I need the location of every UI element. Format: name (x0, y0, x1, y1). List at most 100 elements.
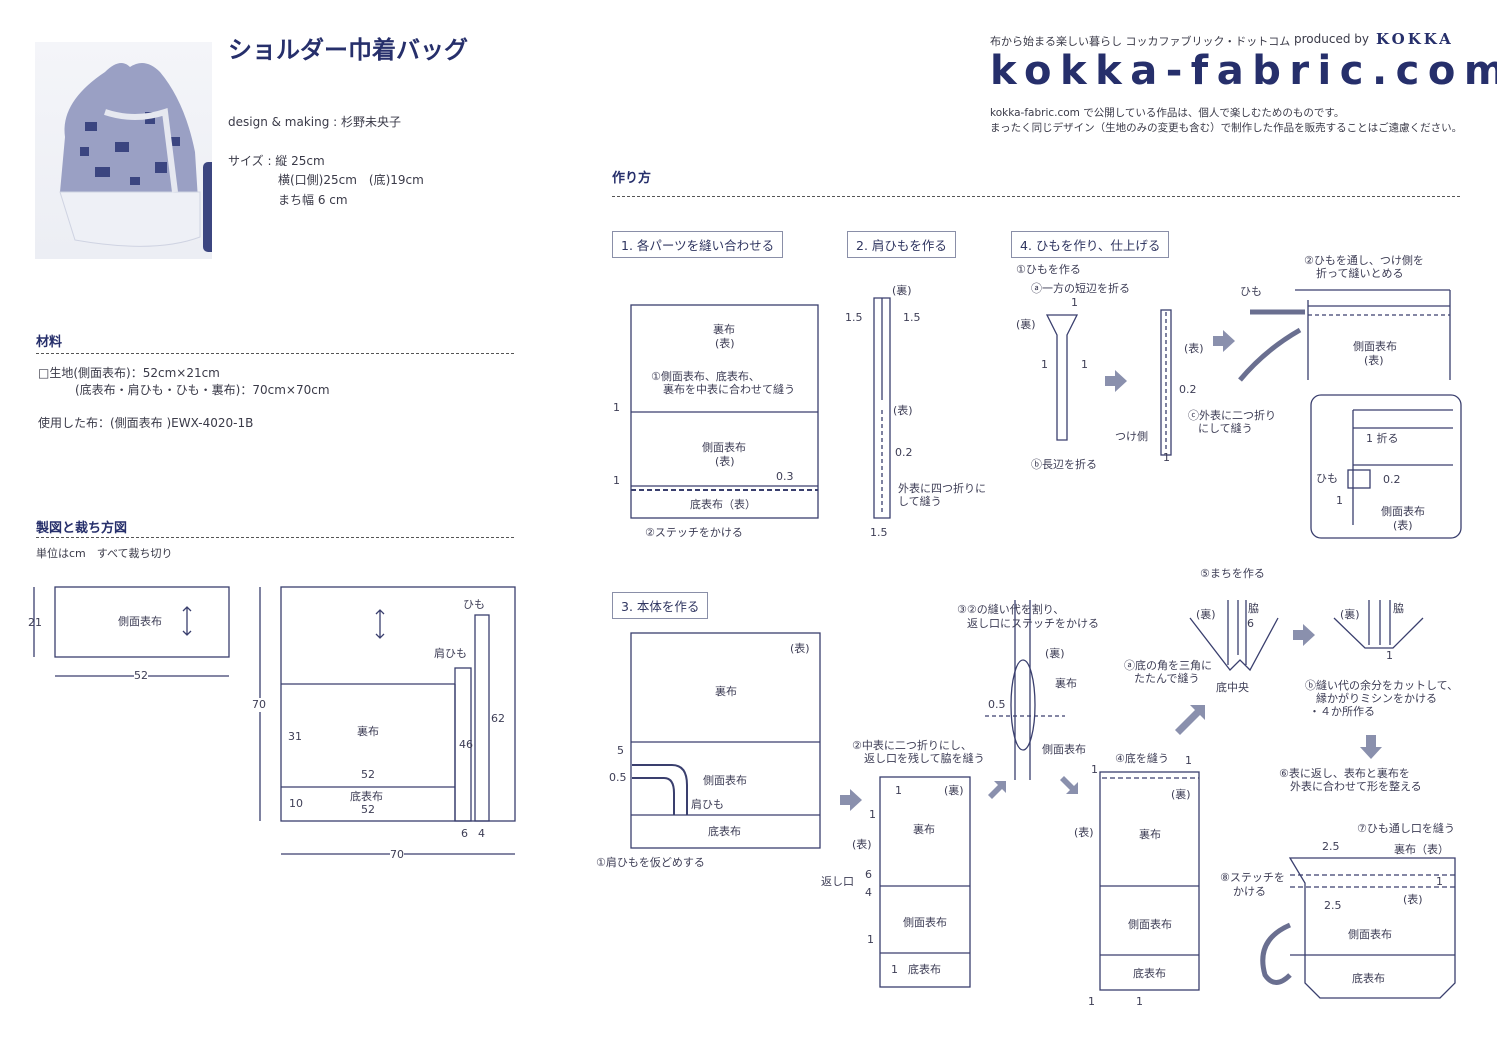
instruction: ⓒ外表に二つ折り (1188, 409, 1276, 422)
dim: 1 (1041, 358, 1048, 371)
label: 底表布 (908, 963, 941, 976)
label: (表) (1074, 826, 1094, 839)
label: 底表布 (350, 790, 383, 803)
label: (表) (715, 455, 735, 468)
instruction: 返し口を残して脇を縫う (864, 752, 985, 765)
materials-heading: 材料 (36, 335, 63, 350)
step-4-title: 4. ひもを作り、仕上げる (1011, 231, 1170, 258)
size-gusset: まち幅 6 cm (278, 193, 348, 207)
dim: 6 (1247, 617, 1254, 630)
instruction: 外表に四つ折りに (898, 482, 986, 495)
dim: 0.5 (609, 771, 627, 784)
dim: 4 (478, 827, 485, 840)
label: ひも (1240, 285, 1262, 298)
dim: 1 (1088, 995, 1095, 1008)
kokka-wordmark: KOKKA (1376, 30, 1454, 48)
label: 底表布 (1352, 972, 1385, 985)
label: 側面表布 (703, 774, 747, 787)
dim: 31 (288, 730, 302, 743)
dim: 1 (869, 808, 876, 821)
label: つけ側 (1115, 430, 1148, 443)
dim: 52 (361, 803, 375, 816)
label: (裏) (1196, 608, 1216, 621)
label: 脇 (1248, 602, 1259, 615)
label: 裏布 (713, 323, 735, 336)
dim: 2.5 (1324, 899, 1342, 912)
dim: 0.2 (895, 446, 913, 459)
instruction: ⓑ長辺を折る (1031, 458, 1097, 471)
dim: 52 (361, 768, 375, 781)
label: 裏布 (913, 823, 935, 836)
dim: 10 (289, 797, 303, 810)
instruction: ⓑ縫い代の余分をカットして、 (1305, 679, 1459, 692)
size-label: サイズ : 縦 25cm (228, 154, 325, 168)
instruction: たたんで縫う (1134, 672, 1200, 685)
label: (表) (1184, 342, 1204, 355)
label: 肩ひも (434, 647, 467, 660)
dim: 1.5 (845, 311, 863, 324)
step-2-title: 2. 肩ひもを作る (847, 231, 956, 258)
dim: 1 (613, 401, 620, 414)
label: (裏) (1340, 608, 1360, 621)
dim: 1 (1386, 649, 1393, 662)
dim: 1 (1081, 358, 1088, 371)
dim: 0.2 (1383, 473, 1401, 486)
label: ひも (463, 598, 485, 611)
instruction: ②ステッチをかける (645, 526, 743, 539)
divider (612, 196, 1460, 197)
dim: 62 (491, 712, 505, 725)
label: (表) (1403, 893, 1423, 906)
instruction: 縁かがりミシンをかける (1316, 692, 1437, 705)
instruction: 裏布を中表に合わせて縫う (663, 383, 795, 396)
instruction: ①肩ひもを仮どめする (596, 856, 705, 869)
instruction: ⑥表に返し、表布と裏布を (1279, 767, 1410, 780)
material-line-2: (底表布・肩ひも・ひも・裏布)：70cm×70cm (75, 383, 330, 397)
page-title: ショルダー巾着バッグ (228, 36, 468, 64)
notice-line-2: まったく同じデザイン（生地のみの変更も含む）で制作した作品を販売することはご遠慮… (990, 122, 1463, 134)
dim: 70 (390, 848, 404, 862)
unit-note: 単位はcm すべて裁ち切り (36, 547, 173, 560)
credit: design & making : 杉野未央子 (228, 115, 402, 129)
divider (36, 353, 514, 354)
dim: 1 (891, 963, 898, 976)
dim: 1 (613, 474, 620, 487)
dim: 6 (865, 868, 872, 881)
dim: 1 (867, 933, 874, 946)
instruction: ⑦ひも通し口を縫う (1357, 822, 1455, 835)
label: (表) (893, 404, 913, 417)
dim: 0.2 (1179, 383, 1197, 396)
label: 肩ひも (691, 798, 724, 811)
fabric-used: 使用した布：(側面表布 )EWX-4020-1B (38, 416, 254, 430)
instruction: して縫う (898, 495, 942, 508)
instruction: 折って縫いとめる (1316, 267, 1404, 280)
label: (表) (852, 838, 872, 851)
dim: 6 (461, 827, 468, 840)
label: 底表布 (1133, 967, 1166, 980)
label: 脇 (1393, 602, 1404, 615)
dim: 4 (865, 886, 872, 899)
label: 側面表布 (702, 441, 746, 454)
label: 裏布 (715, 685, 737, 698)
label: 側面表布 (1042, 743, 1086, 756)
dim: 70 (252, 698, 266, 712)
bag-illustration (59, 63, 212, 252)
label: 側面表布 (903, 916, 947, 929)
label: (裏) (944, 784, 964, 797)
label: 側面表布 (1128, 918, 1172, 931)
dim: 46 (459, 738, 473, 751)
dim: 1 (1071, 296, 1078, 309)
label: 側面表布 (1348, 928, 1392, 941)
label: 側面表布 (118, 615, 162, 628)
dim: 1.5 (870, 526, 888, 539)
dim: 1 (1185, 754, 1192, 767)
dim: 1 (1091, 763, 1098, 776)
label: 側面表布 (1353, 340, 1397, 353)
label: (裏) (892, 284, 912, 297)
instruction: ⓐ底の角を三角に (1124, 659, 1212, 672)
site-logo[interactable]: kokka-fabric.com (990, 48, 1497, 94)
label: 底表布（表） (690, 498, 756, 511)
dim: 1 折る (1366, 432, 1399, 445)
instruction: 返し口にステッチをかける (967, 617, 1099, 630)
dim: 1 (1436, 875, 1443, 888)
